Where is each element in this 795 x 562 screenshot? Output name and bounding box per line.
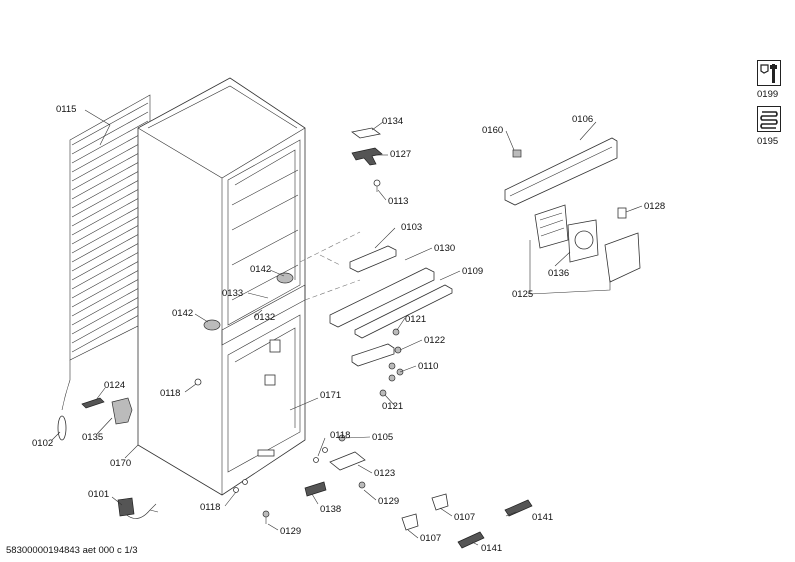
document-id: 58300000194843 aet 000 c 1/3	[6, 545, 138, 556]
callout-0107-upper: 0107	[454, 512, 475, 523]
top-hinge-parts	[351, 127, 383, 192]
callout-0118-left: 0118	[160, 388, 180, 399]
callout-0118-bottom: 0118	[200, 502, 220, 513]
callout-0170: 0170	[110, 458, 131, 469]
callout-0121-lower: 0121	[382, 401, 403, 412]
lower-left-parts	[57, 378, 202, 441]
callout-0135: 0135	[82, 432, 103, 443]
callout-0107-lower: 0107	[420, 533, 441, 544]
callout-0133: 0133	[222, 288, 243, 299]
callout-0102: 0102	[32, 438, 53, 449]
fan-assembly	[534, 204, 641, 283]
callout-0124: 0124	[104, 380, 125, 391]
callout-0109: 0109	[462, 266, 483, 277]
callout-0142-upper: 0142	[250, 264, 271, 275]
callout-0122: 0122	[424, 335, 445, 346]
legend-label-0199: 0199	[757, 89, 779, 100]
callout-0106: 0106	[572, 114, 593, 125]
callout-0136: 0136	[548, 268, 569, 279]
cabinet-body	[137, 77, 306, 496]
rails	[329, 245, 453, 397]
callout-0134: 0134	[382, 116, 403, 127]
power-cord	[117, 497, 159, 519]
condenser-coil	[61, 94, 151, 411]
legend-label-0195: 0195	[757, 136, 779, 147]
callout-0127: 0127	[390, 149, 411, 160]
callout-0113: 0113	[388, 196, 408, 207]
callout-0142-lower: 0142	[172, 308, 193, 319]
callout-0129-left: 0129	[280, 526, 301, 537]
callout-0125: 0125	[512, 289, 533, 300]
callout-0103: 0103	[401, 222, 422, 233]
callout-0121-upper: 0121	[405, 314, 426, 325]
callout-0138: 0138	[320, 504, 341, 515]
coil-icon	[757, 106, 781, 132]
callout-0101: 0101	[88, 489, 109, 500]
callout-labels: 0115 0134 0127 0113 0103 0130 0109 0142 …	[32, 104, 665, 554]
leader-lines	[51, 109, 643, 546]
callout-0105: 0105	[372, 432, 393, 443]
callout-0118-mid: 0118	[330, 430, 350, 441]
callout-0171: 0171	[320, 390, 341, 401]
callout-0129-right: 0129	[378, 496, 399, 507]
control-panel	[504, 137, 627, 219]
callout-0130: 0130	[434, 243, 455, 254]
callout-0110: 0110	[418, 361, 438, 372]
callout-0141-upper: 0141	[532, 512, 553, 523]
tool-icon	[757, 60, 781, 86]
callout-0115: 0115	[56, 104, 76, 115]
callout-0132: 0132	[254, 312, 275, 323]
callout-0141-lower: 0141	[481, 543, 502, 554]
callout-0128: 0128	[644, 201, 665, 212]
callout-0123: 0123	[374, 468, 395, 479]
callout-0160: 0160	[482, 125, 503, 136]
